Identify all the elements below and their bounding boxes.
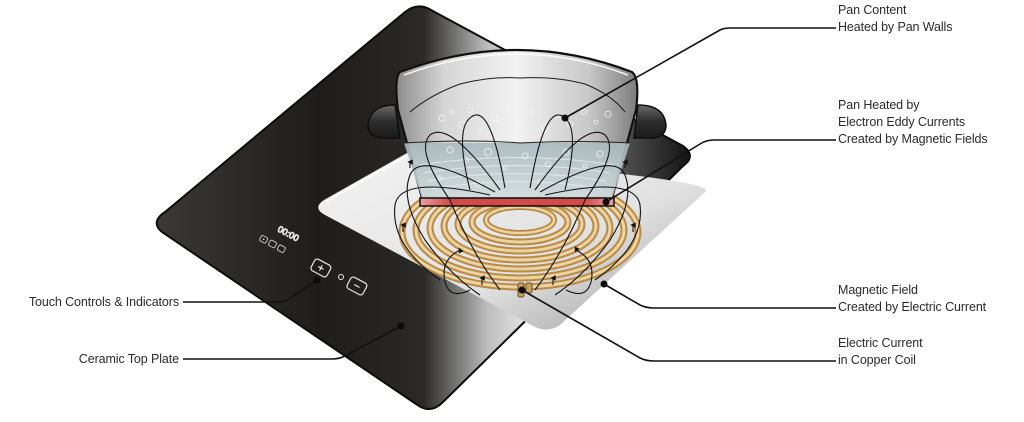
indicator-dot-icon [259, 235, 269, 244]
label-line: Touch Controls & Indicators [28, 295, 179, 309]
leader-pan-heated [605, 139, 836, 203]
bubbles [437, 105, 612, 187]
leader-magnetic-field [603, 283, 836, 309]
power-indicator-icon [338, 274, 344, 280]
leader-electric-current [521, 289, 836, 362]
label-line: Pan Content [838, 3, 907, 17]
label-line: Created by Magnetic Fields [838, 132, 988, 146]
label-line: in Copper Coil [838, 353, 916, 367]
indicator-pause-icon [268, 239, 277, 249]
leader-dots [313, 114, 610, 330]
label-electric-current: Electric Current in Copper Coil [838, 335, 923, 369]
label-line: Ceramic Top Plate [78, 352, 179, 366]
label-line: Electric Current [838, 336, 923, 350]
label-line: Pan Heated by [838, 98, 920, 112]
leader-touch-controls [183, 279, 318, 303]
pan-heated-bottom [419, 197, 615, 207]
label-line: Magnetic Field [838, 283, 918, 297]
label-line: Created by Electric Current [838, 300, 987, 314]
leader-ceramic-plate [183, 325, 402, 360]
pan-handle-right [633, 104, 667, 139]
leader-pan-content [564, 27, 836, 119]
plus-button[interactable] [310, 258, 332, 278]
minus-button[interactable] [346, 276, 368, 296]
label-line: Electron Eddy Currents [838, 115, 966, 129]
label-line: Heated by Pan Walls [838, 20, 953, 34]
label-ceramic-plate: Ceramic Top Plate [79, 351, 179, 368]
label-touch-controls: Touch Controls & Indicators [29, 294, 179, 311]
label-pan-content: Pan Content Heated by Pan Walls [838, 2, 952, 36]
pan-handle-left [367, 104, 401, 139]
pan [367, 48, 667, 207]
indicator-minus-icon [276, 244, 286, 253]
magnetic-field-lines [394, 114, 641, 296]
label-magnetic-field: Magnetic Field Created by Electric Curre… [838, 282, 986, 316]
label-pan-heated: Pan Heated by Electron Eddy Currents Cre… [838, 97, 988, 148]
leader-lines [183, 27, 836, 362]
indicator-icons [259, 235, 286, 253]
